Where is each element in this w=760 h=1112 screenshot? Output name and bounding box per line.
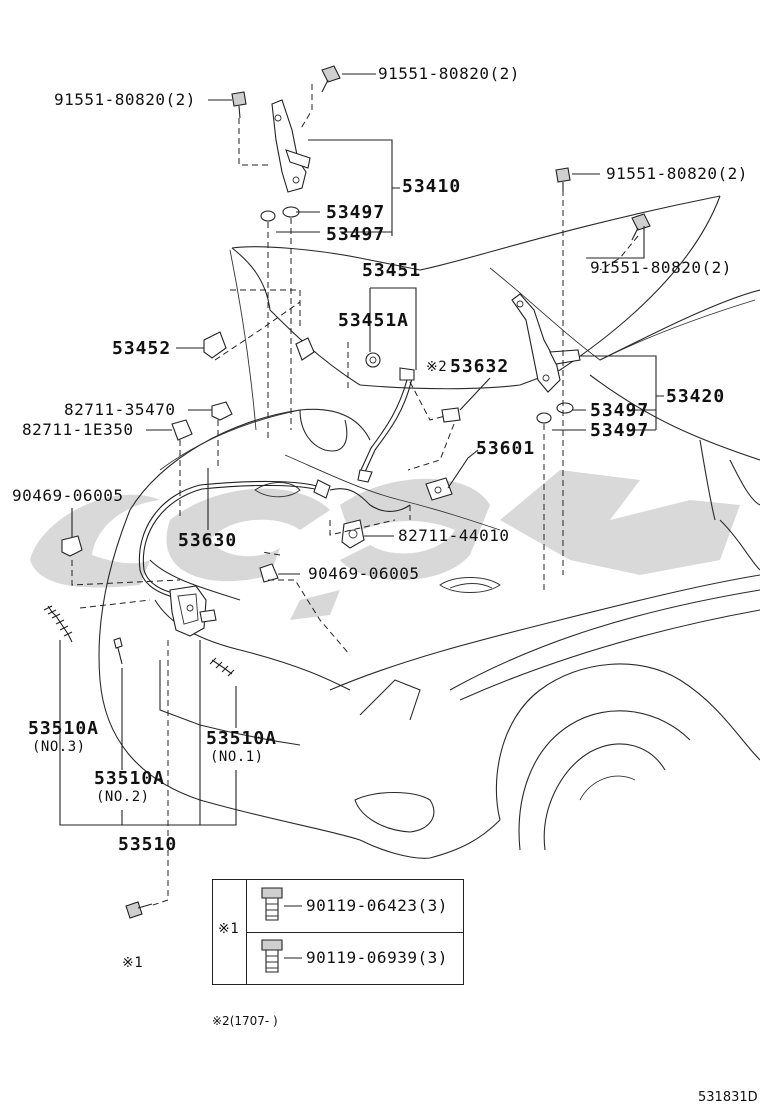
label-82711-1e350[interactable]: 82711-1E350 xyxy=(22,420,134,439)
legend-bolt-90119-06423[interactable]: 90119-06423(3) xyxy=(306,896,448,915)
label-91551-right-2[interactable]: 91551-80820(2) xyxy=(590,258,732,277)
label-91551-top-left[interactable]: 91551-80820(2) xyxy=(54,90,196,109)
label-53451a[interactable]: 53451A xyxy=(338,310,410,331)
right-hood-hinge xyxy=(511,167,651,424)
hood-release-cable xyxy=(138,479,411,601)
label-53497-left-1[interactable]: 53497 xyxy=(326,202,386,223)
label-53510a-no1[interactable]: 53510A xyxy=(206,728,278,749)
label-90469-06005-mid[interactable]: 90469-06005 xyxy=(308,564,420,583)
label-53510[interactable]: 53510 xyxy=(118,834,178,855)
label-53632[interactable]: 53632 xyxy=(450,356,510,377)
label-53497-right-2[interactable]: 53497 xyxy=(590,420,650,441)
hood-lock-assembly xyxy=(43,585,235,919)
label-53410[interactable]: 53410 xyxy=(402,176,462,197)
label-53510a-no3[interactable]: 53510A xyxy=(28,718,100,739)
footnote-date-range: ※2(1707- ) xyxy=(212,1014,278,1028)
label-90469-06005-left[interactable]: 90469-06005 xyxy=(12,486,124,505)
label-53510a-no1-sub: (NO.1) xyxy=(210,749,264,765)
label-82711-44010[interactable]: 82711-44010 xyxy=(398,526,510,545)
watermark xyxy=(30,470,740,620)
legend-row-divider xyxy=(246,932,463,933)
label-53452[interactable]: 53452 xyxy=(112,338,172,359)
label-82711-35470[interactable]: 82711-35470 xyxy=(64,400,176,419)
label-91551-right-1[interactable]: 91551-80820(2) xyxy=(606,164,748,183)
label-53497-left-2[interactable]: 53497 xyxy=(326,224,386,245)
label-note-mark-1: ※1 xyxy=(122,955,144,971)
label-53510a-no3-sub: (NO.3) xyxy=(32,739,86,755)
label-53420[interactable]: 53420 xyxy=(666,386,726,407)
label-53451[interactable]: 53451 xyxy=(362,260,422,281)
legend-mark: ※1 xyxy=(218,921,240,937)
legend-bolts xyxy=(261,887,283,973)
label-53601[interactable]: 53601 xyxy=(476,438,536,459)
dashed-guide-lines xyxy=(71,84,639,907)
legend-bolt-90119-06939[interactable]: 90119-06939(3) xyxy=(306,948,448,967)
leader-lines xyxy=(59,73,664,959)
hood-support-rod xyxy=(357,352,415,483)
clips-and-grommets xyxy=(61,331,461,583)
label-53630[interactable]: 53630 xyxy=(178,530,238,551)
label-53510a-no2[interactable]: 53510A xyxy=(94,768,166,789)
label-91551-top-right[interactable]: 91551-80820(2) xyxy=(378,64,520,83)
bolt-legend-box xyxy=(212,879,464,985)
car-body-outline xyxy=(98,195,760,859)
figure-id: 531831D xyxy=(698,1090,758,1105)
label-53510a-no2-sub: (NO.2) xyxy=(96,789,150,805)
label-note-mark-2: ※2 xyxy=(426,359,448,375)
label-53497-right-1[interactable]: 53497 xyxy=(590,400,650,421)
left-hood-hinge xyxy=(231,65,341,222)
